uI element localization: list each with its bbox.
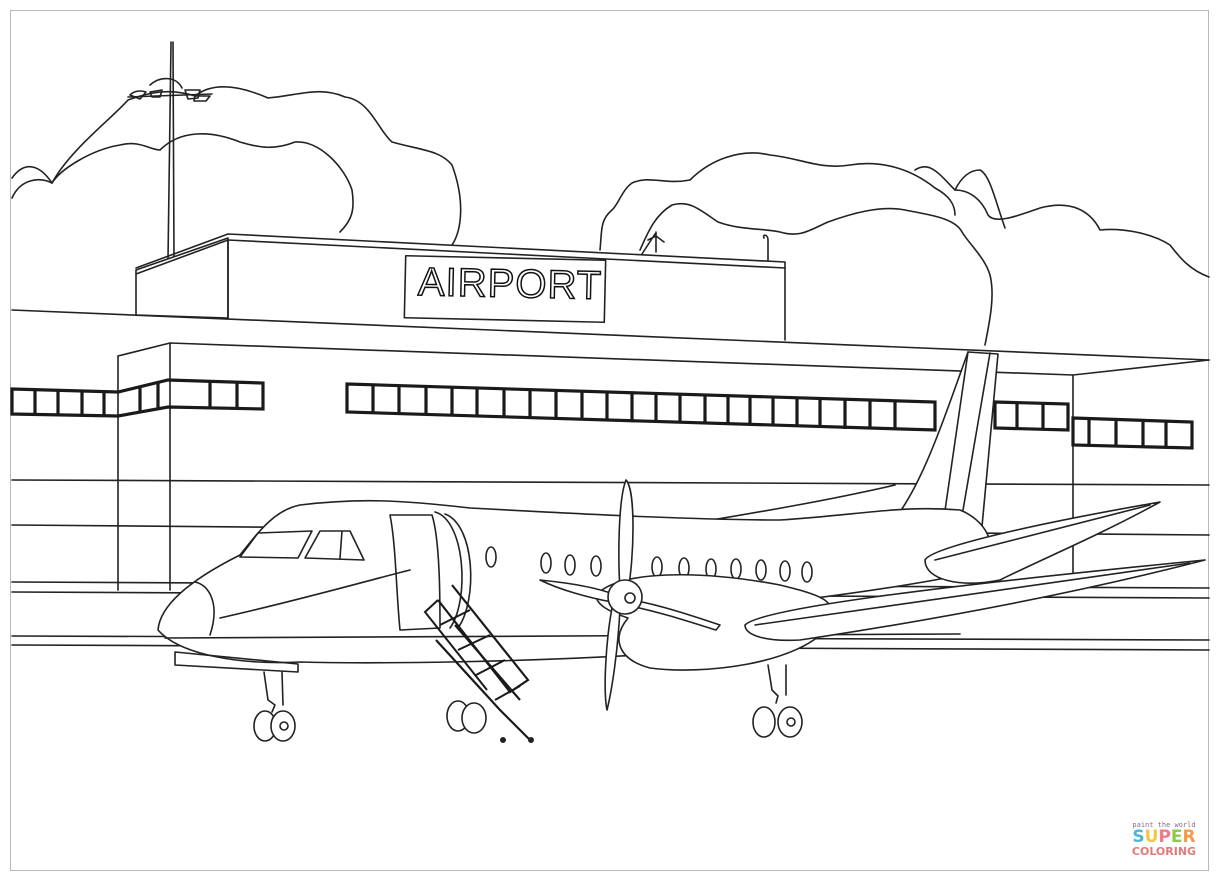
watermark-tagline: paint the world [1132,821,1196,829]
terminal-windows [10,378,1194,450]
tail-fin [699,351,999,549]
terminal-top-block [11,231,1210,361]
brand-letter: P [1158,827,1171,847]
watermark-logo: paint the world SUPER COLORING [1128,821,1200,858]
brand-letter: R [1182,827,1196,847]
brand-letter: E [1170,827,1183,847]
brand-letter: S [1132,827,1145,847]
watermark-brand-top: SUPER [1128,829,1200,846]
landing-gear [253,664,803,742]
wing [744,501,1206,642]
propeller-icon [539,479,721,711]
watermark-brand-bottom: COLORING [1131,845,1197,858]
stairs-icon [423,584,534,743]
cloud-outline [11,86,1210,346]
page-frame [10,10,1209,871]
brand-letter: U [1144,827,1159,847]
airport-sign: AIRPORT [417,259,603,308]
light-pole-icon [127,41,213,261]
